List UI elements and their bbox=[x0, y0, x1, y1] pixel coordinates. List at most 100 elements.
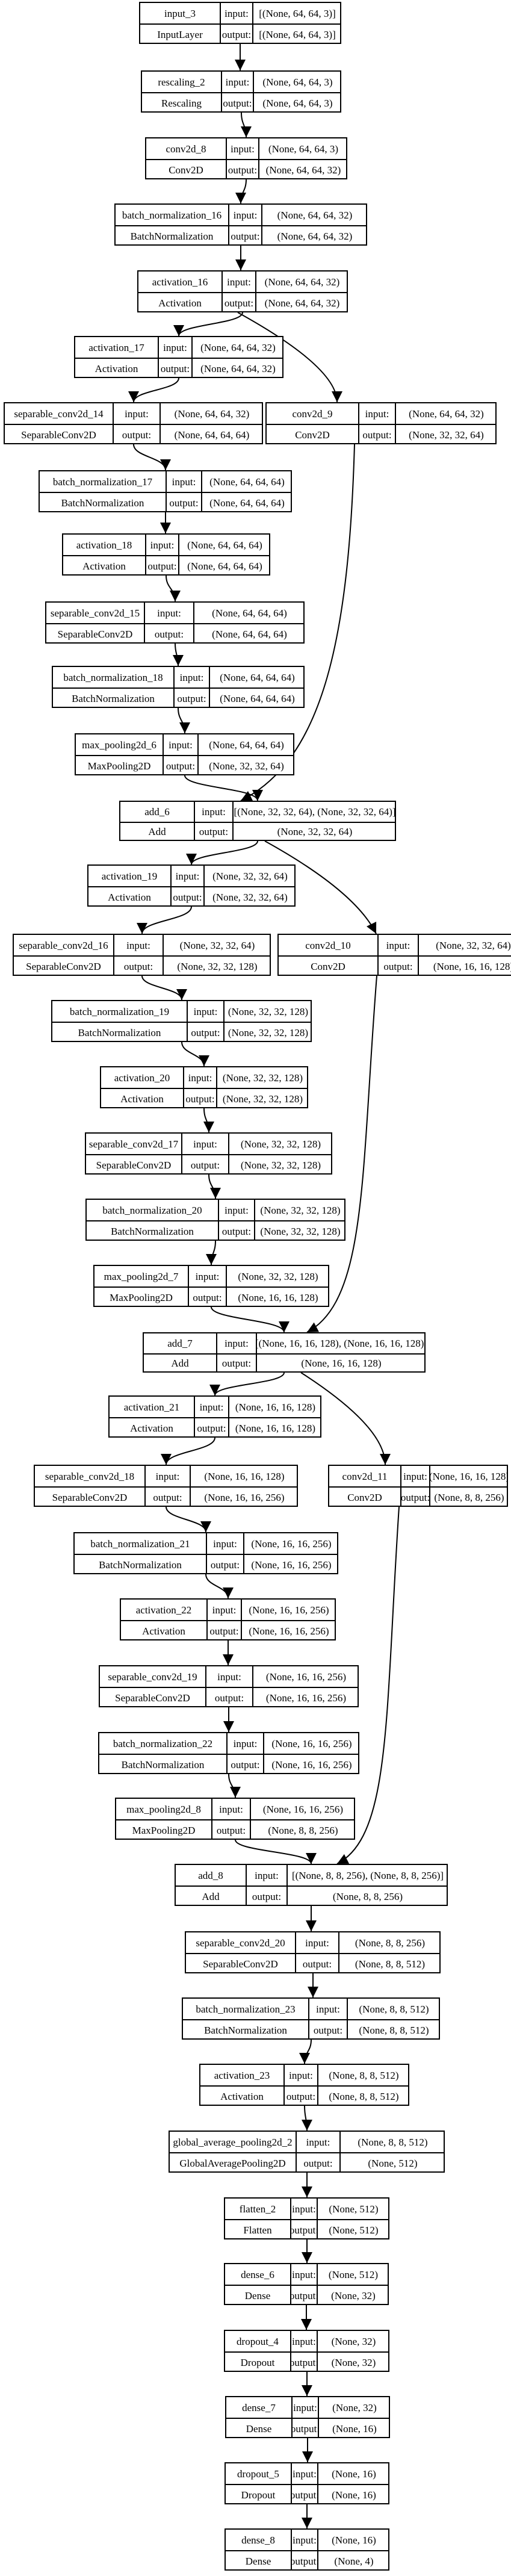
output-label: output: bbox=[383, 960, 413, 972]
layer-type: Conv2D bbox=[347, 1491, 382, 1503]
layer-name: activation_16 bbox=[152, 276, 208, 288]
output-label: output: bbox=[123, 960, 153, 972]
layer-type: Activation bbox=[94, 362, 138, 374]
output-shape: (None, 8, 8, 512) bbox=[359, 2024, 429, 2036]
layer-type: Conv2D bbox=[169, 164, 203, 176]
layer-type: Conv2D bbox=[295, 429, 330, 441]
output-label: output: bbox=[362, 429, 392, 441]
output-label: output: bbox=[252, 1890, 282, 1902]
edge-arrow bbox=[133, 444, 171, 471]
edge-arrow bbox=[206, 1240, 217, 1265]
output-label: output: bbox=[221, 1225, 252, 1237]
cell-divider bbox=[253, 72, 254, 111]
output-shape: (None, 64, 64, 64) bbox=[187, 560, 262, 572]
output-label: output: bbox=[401, 1491, 429, 1503]
layer-name: flatten_2 bbox=[239, 2203, 276, 2215]
output-shape: (None, 32, 32, 64) bbox=[409, 429, 484, 441]
input-label: input: bbox=[293, 2401, 317, 2413]
layer-type: Activation bbox=[220, 2090, 264, 2102]
row-divider bbox=[120, 821, 395, 823]
cell-divider bbox=[194, 1397, 195, 1436]
output-shape: (None, 16, 16, 256) bbox=[271, 1758, 352, 1771]
input-label: input: bbox=[292, 2335, 316, 2347]
layer-type: MaxPooling2D bbox=[87, 760, 151, 772]
row-divider bbox=[116, 225, 366, 226]
row-divider bbox=[176, 1885, 447, 1887]
row-divider bbox=[75, 358, 282, 359]
row-divider bbox=[329, 1486, 507, 1488]
cell-divider bbox=[163, 935, 164, 975]
input-label: input: bbox=[169, 739, 193, 751]
input-shape: (None, 32, 32, 128) bbox=[238, 1270, 318, 1282]
output-shape: (None, 64, 64, 3) bbox=[262, 97, 333, 109]
cell-divider bbox=[170, 866, 172, 905]
layer-name: activation_22 bbox=[135, 1604, 192, 1616]
input-label: input: bbox=[175, 870, 200, 882]
input-shape: (None, 64, 64, 64) bbox=[212, 607, 287, 619]
output-shape: (None, 16, 16, 128) bbox=[433, 960, 511, 972]
row-divider bbox=[142, 92, 340, 93]
edge-arrow bbox=[264, 840, 377, 934]
cell-divider bbox=[418, 935, 419, 975]
input-shape: (None, 32, 32, 64) bbox=[179, 939, 255, 951]
input-label: input: bbox=[179, 671, 204, 683]
layer-name: conv2d_10 bbox=[305, 939, 351, 951]
output-label: output: bbox=[122, 429, 152, 441]
cell-divider bbox=[296, 2132, 297, 2171]
output-shape: (None, 32, 32, 64) bbox=[277, 826, 353, 838]
cell-divider bbox=[178, 535, 179, 574]
cell-divider bbox=[256, 1333, 257, 1371]
cell-divider bbox=[221, 272, 223, 311]
cell-divider bbox=[295, 1932, 296, 1972]
cell-divider bbox=[338, 1932, 339, 1972]
row-divider bbox=[267, 424, 495, 425]
cell-divider bbox=[317, 2065, 318, 2105]
output-label: output: bbox=[293, 2422, 318, 2435]
input-shape: (None, 64, 64, 64) bbox=[209, 739, 284, 751]
row-divider bbox=[14, 955, 270, 957]
output-label: output: bbox=[147, 560, 177, 572]
layer-name: batch_normalization_21 bbox=[90, 1538, 190, 1550]
edge-arrow bbox=[211, 1306, 290, 1333]
edge-arrow bbox=[228, 1774, 241, 1798]
cell-divider bbox=[252, 1666, 253, 1706]
layer-name: input_3 bbox=[164, 7, 196, 19]
layer-name: separable_conv2d_20 bbox=[196, 1937, 285, 1949]
input-label: input: bbox=[293, 2468, 317, 2480]
edge-arrow bbox=[300, 1372, 391, 1465]
row-divider bbox=[144, 1353, 424, 1355]
row-divider bbox=[100, 1687, 358, 1688]
cell-divider bbox=[194, 802, 195, 840]
input-label: input: bbox=[255, 1869, 279, 1881]
cell-divider bbox=[205, 1666, 206, 1706]
layer-type: Dropout bbox=[241, 2489, 276, 2501]
input-label: input: bbox=[386, 939, 410, 951]
layer-name: separable_conv2d_19 bbox=[108, 1671, 197, 1683]
input-label: input: bbox=[231, 143, 255, 155]
layer-type: Dropout bbox=[240, 2356, 275, 2368]
input-label: input: bbox=[217, 1671, 241, 1683]
input-shape: (None, 64, 64, 3) bbox=[262, 76, 333, 88]
layer-type: Rescaling bbox=[161, 97, 202, 109]
layer-name: conv2d_8 bbox=[166, 143, 206, 155]
layer-name: conv2d_11 bbox=[342, 1470, 388, 1482]
output-shape: (None, 64, 64, 32) bbox=[200, 362, 276, 374]
cell-divider bbox=[243, 1533, 244, 1573]
layer-name: separable_conv2d_17 bbox=[88, 1138, 179, 1150]
output-label: output: bbox=[303, 2157, 333, 2169]
layer-type: Activation bbox=[82, 560, 126, 572]
input-label: input: bbox=[195, 1270, 220, 1282]
input-label: input: bbox=[126, 939, 150, 951]
edge-arrow bbox=[128, 377, 179, 403]
output-shape: (None, 512) bbox=[329, 2224, 379, 2236]
output-shape: (None, 64, 64, 64) bbox=[209, 497, 285, 509]
